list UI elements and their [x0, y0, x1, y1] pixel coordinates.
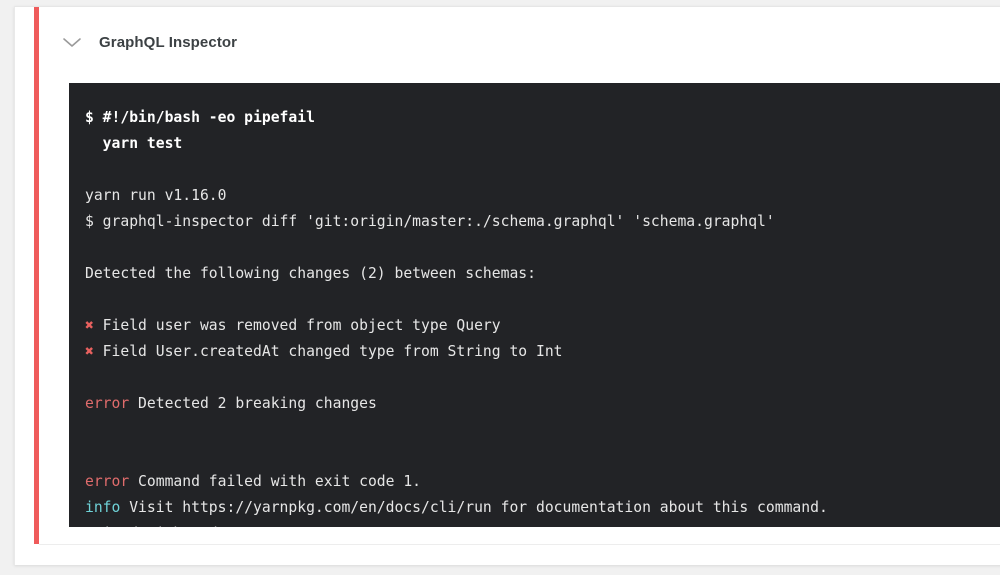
terminal-text: Visit https://yarnpkg.com/en/docs/cli/ru… [120, 499, 828, 516]
terminal-line: ✖ Field user was removed from object typ… [85, 313, 1000, 339]
terminal-text [85, 369, 94, 386]
card-divider [39, 544, 1000, 545]
card-footer [39, 545, 1000, 565]
status-accent-bar [34, 7, 39, 544]
terminal-text: yarn test [85, 135, 183, 152]
terminal-line [85, 417, 1000, 443]
terminal-text [85, 161, 94, 178]
terminal-line: yarn test [85, 131, 1000, 157]
terminal-text: yarn run v1.16.0 [85, 187, 227, 204]
terminal-text [85, 239, 94, 256]
terminal-text: Field User.createdAt changed type from S… [93, 343, 563, 360]
terminal-line: $ graphql-inspector diff 'git:origin/mas… [85, 209, 1000, 235]
terminal-token-cross: ✖ [85, 343, 94, 360]
terminal-text: Command failed with exit code 1. [129, 473, 422, 490]
terminal-text [85, 421, 94, 438]
terminal-line: error Command failed with exit code 1. [85, 469, 1000, 495]
terminal-line: Detected the following changes (2) betwe… [85, 261, 1000, 287]
terminal-line: error Detected 2 breaking changes [85, 391, 1000, 417]
terminal-line [85, 365, 1000, 391]
terminal-text: $ #!/bin/bash -eo pipefail [85, 109, 315, 126]
terminal-text: Field user was removed from object type … [93, 317, 501, 334]
terminal-text: Detected the following changes (2) betwe… [85, 265, 536, 282]
terminal-line: $ #!/bin/bash -eo pipefail [85, 105, 1000, 131]
build-step-card: GraphQL Inspector $ #!/bin/bash -eo pipe… [14, 6, 1000, 565]
page-title: GraphQL Inspector [99, 33, 238, 51]
terminal-line: yarn run v1.16.0 [85, 183, 1000, 209]
terminal-line: info Visit https://yarnpkg.com/en/docs/c… [85, 495, 1000, 521]
terminal-text [85, 447, 94, 464]
terminal-line: Exited with code 1 [85, 521, 1000, 527]
terminal-line [85, 287, 1000, 313]
terminal-lines: $ #!/bin/bash -eo pipefail yarn test yar… [85, 105, 1000, 527]
terminal-token-error: error [85, 473, 130, 490]
terminal-line [85, 443, 1000, 469]
terminal-text: $ graphql-inspector diff 'git:origin/mas… [85, 213, 775, 230]
chevron-down-icon[interactable] [59, 29, 85, 55]
terminal-log-output[interactable]: $ #!/bin/bash -eo pipefail yarn test yar… [69, 83, 1000, 527]
terminal-token-cross: ✖ [85, 317, 94, 334]
terminal-token-error: error [85, 395, 130, 412]
terminal-line: ✖ Field User.createdAt changed type from… [85, 339, 1000, 365]
terminal-text: Exited with code 1 [85, 525, 244, 527]
terminal-token-info: info [85, 499, 121, 516]
terminal-text: Detected 2 breaking changes [129, 395, 377, 412]
card-header[interactable]: GraphQL Inspector [39, 7, 1000, 77]
terminal-line [85, 157, 1000, 183]
terminal-line [85, 235, 1000, 261]
terminal-text [85, 291, 94, 308]
